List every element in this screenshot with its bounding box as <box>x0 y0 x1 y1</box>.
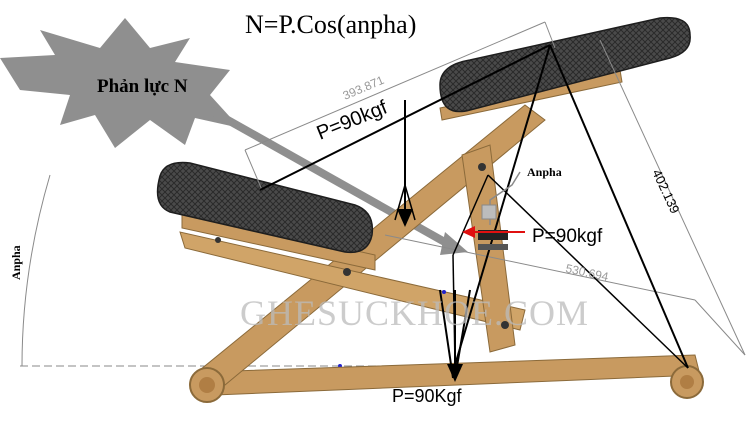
dim-tick-top-b <box>544 21 556 49</box>
dim-line-right <box>599 39 746 356</box>
reaction-label: Phản lực N <box>97 76 188 97</box>
bottom-load-label: P=90Kgf <box>392 386 463 406</box>
anpha-marker <box>481 204 497 220</box>
anpha-label-left-bg <box>8 238 24 282</box>
frame-rail-lower <box>179 231 526 331</box>
bracket <box>478 230 508 240</box>
dim-tick-top-a <box>244 149 263 191</box>
dim-line-top <box>244 21 546 151</box>
bottom-load-arrow-1 <box>439 289 454 379</box>
wheel-right-hub <box>680 375 694 389</box>
dim-line-middle <box>384 234 696 301</box>
reaction-arrow-head <box>440 232 468 255</box>
bolt-1 <box>478 163 486 171</box>
top-load-arrow-b <box>394 184 406 221</box>
left-cushion <box>156 161 374 254</box>
force-line-3 <box>454 44 551 366</box>
watermark: GHESUCKHOE.COM <box>240 293 589 333</box>
right-cushion <box>439 16 691 113</box>
dim-right-label: 402.139 <box>649 167 682 216</box>
anpha-label-right: Anpha <box>527 165 562 179</box>
side-load-label: P=90kgf <box>532 226 603 247</box>
top-load-label: P=90kgf <box>314 96 391 144</box>
reaction-burst <box>0 18 240 148</box>
dim-middle-label: 530.694 <box>564 261 610 284</box>
formula-title: N=P.Cos(anpha) <box>245 10 416 39</box>
bracket-2 <box>478 244 508 250</box>
bolt-4 <box>215 237 221 243</box>
red-arrow-head <box>462 226 475 238</box>
anpha-label-left: Anpha <box>9 245 23 280</box>
dim-point <box>442 290 446 294</box>
bolt-3 <box>501 321 509 329</box>
force-line-5 <box>452 174 489 256</box>
bottom-load-arrow-2 <box>454 289 471 379</box>
left-angle-arc <box>21 174 51 367</box>
wheel-left-hub <box>199 377 215 393</box>
dim-line-middle-end <box>694 299 746 356</box>
top-load-arrow-c <box>404 184 416 221</box>
force-line-2 <box>549 44 689 369</box>
bolt-2 <box>343 268 351 276</box>
force-line-4 <box>487 174 689 369</box>
